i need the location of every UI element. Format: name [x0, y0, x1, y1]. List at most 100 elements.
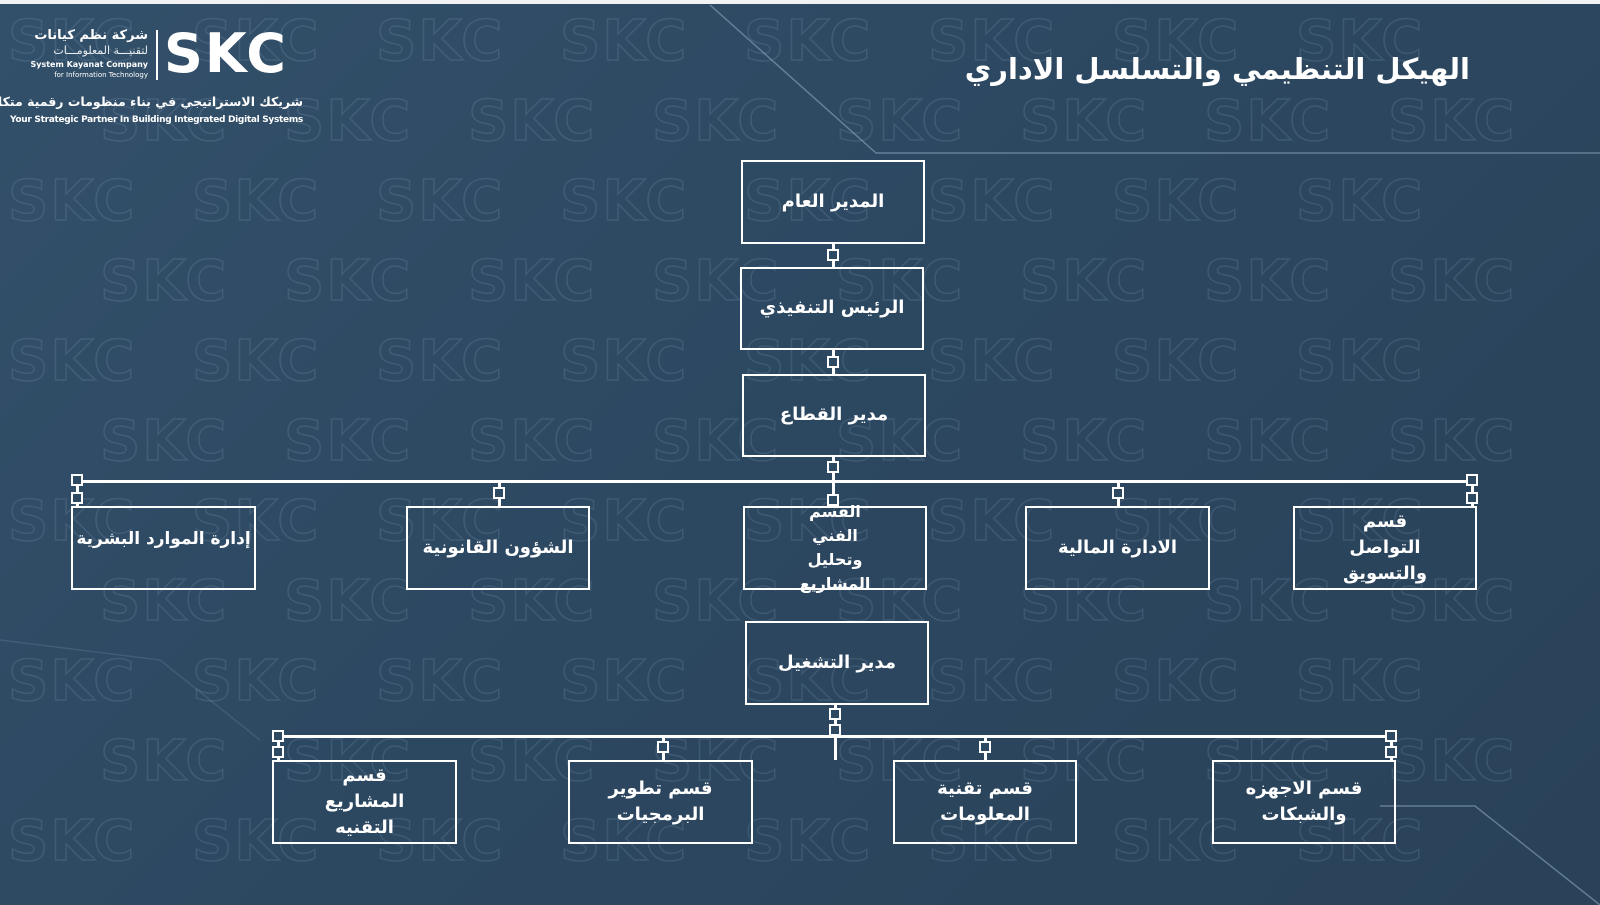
watermark-text: SKC — [1295, 329, 1425, 395]
watermark-text: SKC — [927, 809, 1057, 875]
watermark-text: SKC — [7, 809, 137, 875]
watermark-text: SKC — [651, 249, 781, 315]
watermark-text: SKC — [559, 489, 689, 555]
box-tech-projects: قسم المشاريع التقنيه — [272, 760, 457, 844]
watermark-text: SKC — [559, 649, 689, 715]
watermark-text: SKC — [1111, 809, 1241, 875]
watermark-text: SKC — [283, 249, 413, 315]
watermark-text: SKC — [927, 329, 1057, 395]
watermark-text: SKC — [651, 409, 781, 475]
connector-node — [272, 730, 284, 742]
watermark-text: SKC — [1295, 169, 1425, 235]
page-title: الهيكل التنظيمي والتسلسل الاداري — [964, 52, 1470, 86]
watermark-text: SKC — [375, 169, 505, 235]
watermark-text: SKC — [283, 569, 413, 635]
watermark-text: SKC — [467, 89, 597, 155]
watermark-text: SKC — [559, 329, 689, 395]
watermark-text: SKC — [1111, 329, 1241, 395]
watermark-text: SKC — [1019, 89, 1149, 155]
watermark-text: SKC — [1295, 489, 1425, 555]
company-logo: شركة نظم كيانات لتقنيـــة المعلومـــات S… — [0, 22, 303, 136]
box-technical-projects: القسم الفني وتحليل المشاريع — [743, 502, 927, 593]
watermark-text: SKC — [1387, 729, 1517, 795]
watermark-text: SKC — [835, 249, 965, 315]
company-name-ar-sub: لتقنيـــة المعلومـــات — [53, 44, 148, 57]
watermark-text: SKC — [191, 169, 321, 235]
watermark-text: SKC — [743, 9, 873, 75]
watermark-text: SKC — [1111, 489, 1241, 555]
connector-node — [1385, 746, 1397, 758]
watermark-text: SKC — [191, 329, 321, 395]
connector-node — [71, 474, 83, 486]
watermark-text: SKC — [743, 329, 873, 395]
watermark-text: SKC — [1019, 249, 1149, 315]
watermark-text: SKC — [651, 569, 781, 635]
watermark-text: SKC — [191, 809, 321, 875]
watermark-text: SKC — [1203, 89, 1333, 155]
top-strip — [0, 0, 1600, 4]
watermark-text: SKC — [1387, 409, 1517, 475]
watermark-text: SKC — [835, 569, 965, 635]
watermark-text: SKC — [467, 249, 597, 315]
branch-line — [277, 735, 1392, 738]
watermark-text: SKC — [559, 809, 689, 875]
logo-divider — [156, 30, 158, 80]
box-sector-manager: مدير القطاع — [742, 374, 926, 457]
connector-node — [827, 249, 839, 261]
connector-node — [1466, 492, 1478, 504]
watermark-text: SKC — [375, 329, 505, 395]
watermark-text: SKC — [1203, 409, 1333, 475]
watermark-text: SKC — [191, 9, 321, 75]
watermark-text: SKC — [1111, 649, 1241, 715]
watermark-text: SKC — [835, 89, 965, 155]
watermark-text: SKC — [467, 569, 597, 635]
box-general-manager: المدير العام — [741, 160, 925, 244]
box-ceo: الرئيس التنفيذي — [740, 267, 924, 350]
watermark-text: SKC — [375, 809, 505, 875]
watermark-text: SKC — [1295, 9, 1425, 75]
watermark-text: SKC — [835, 409, 965, 475]
box-networks: قسم الاجهزه والشبكات — [1212, 760, 1396, 844]
connector-node — [1466, 474, 1478, 486]
watermark-text: SKC — [191, 649, 321, 715]
watermark-text: SKC — [1203, 569, 1333, 635]
connector-node — [272, 746, 284, 758]
watermark-text: SKC — [467, 409, 597, 475]
watermark-text: SKC — [743, 169, 873, 235]
box-legal: الشؤون القانونية — [406, 506, 590, 590]
watermark-text: SKC — [1295, 649, 1425, 715]
watermark-text: SKC — [375, 489, 505, 555]
tagline-ar: شريكك الاستراتيجي في بناء منظومات رقمية … — [0, 94, 303, 109]
logo-mark: SKC — [164, 22, 288, 85]
box-operations-manager: مدير التشغيل — [745, 621, 929, 705]
company-name-en: System Kayanat Company — [30, 60, 148, 69]
company-name-ar: شركة نظم كيانات — [34, 28, 148, 43]
watermark-text: SKC — [1111, 169, 1241, 235]
watermark-text: SKC — [743, 489, 873, 555]
watermark-text: SKC — [1203, 249, 1333, 315]
watermark-text: SKC — [927, 169, 1057, 235]
watermark-text: SKC — [559, 9, 689, 75]
connector-node — [827, 356, 839, 368]
connector-node — [829, 708, 841, 720]
box-hr: إدارة الموارد البشرية — [71, 506, 256, 590]
watermark-text: SKC — [7, 329, 137, 395]
watermark-text: SKC — [375, 649, 505, 715]
watermark-text: SKC — [7, 169, 137, 235]
connector-node — [979, 741, 991, 753]
box-marketing: قسم التواصل والتسويق — [1293, 506, 1477, 590]
watermark-text: SKC — [99, 89, 229, 155]
connector-node — [493, 487, 505, 499]
connector-node — [1112, 487, 1124, 499]
watermark-text: SKC — [99, 249, 229, 315]
connector-node — [657, 741, 669, 753]
connector-node — [71, 492, 83, 504]
watermark-text: SKC — [99, 409, 229, 475]
watermark-text: SKC — [927, 649, 1057, 715]
watermark-text: SKC — [1019, 409, 1149, 475]
watermark-text: SKC — [283, 89, 413, 155]
watermark-text: SKC — [1387, 569, 1517, 635]
connector-node — [827, 494, 839, 506]
connector-node — [1385, 730, 1397, 742]
